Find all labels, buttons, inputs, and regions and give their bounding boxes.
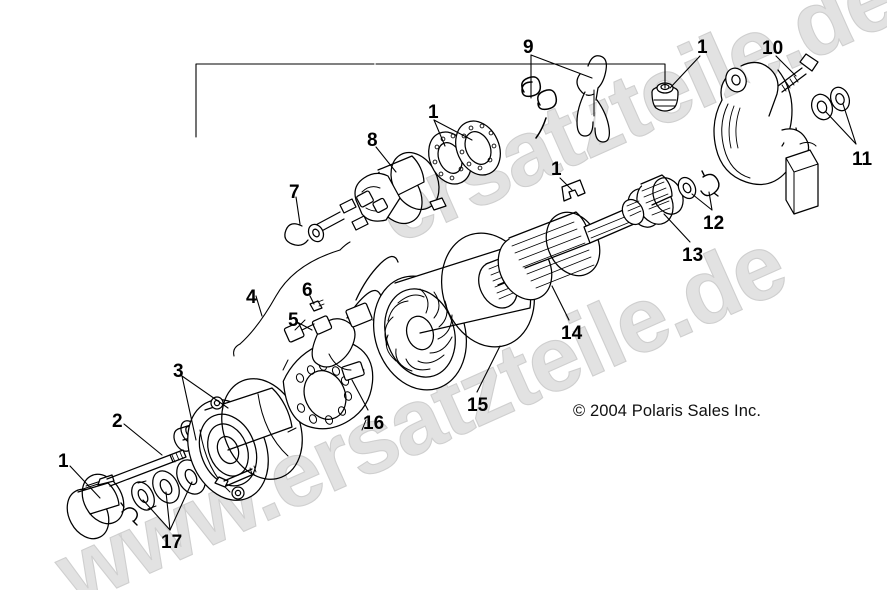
part-through-bolt xyxy=(97,449,187,487)
callout-8: 8 xyxy=(367,130,378,151)
callout-5: 5 xyxy=(288,310,299,331)
part-housing-screw xyxy=(214,465,257,488)
callout-11: 11 xyxy=(852,149,873,170)
part-shim-washers xyxy=(120,459,206,526)
callout-9: 9 xyxy=(523,37,534,58)
grouping-frames xyxy=(195,63,666,138)
callout-13: 13 xyxy=(682,245,704,266)
part-solenoid xyxy=(311,151,447,235)
callout-3: 3 xyxy=(173,361,184,382)
part-shift-fork xyxy=(576,55,610,143)
callout-1: 1 xyxy=(58,451,69,472)
part-plunger-boot xyxy=(284,223,325,246)
callout-7: 7 xyxy=(289,182,300,203)
part-mounting-bolt xyxy=(777,53,819,93)
part-washer-snapring xyxy=(677,170,720,200)
part-brush-screw xyxy=(309,299,325,312)
part-grommet xyxy=(651,82,679,112)
part-terminal-lead xyxy=(283,315,333,343)
callout-2: 2 xyxy=(112,411,123,432)
leader-lines xyxy=(69,54,857,531)
callout-1-brush: 1 xyxy=(551,159,562,180)
callout-1-gaskets: 1 xyxy=(428,102,439,123)
part-starter-mount-housing xyxy=(713,61,851,215)
callout-1-grommet: 1 xyxy=(697,37,708,58)
part-brush-plate xyxy=(282,340,374,433)
callout-14: 14 xyxy=(561,323,583,344)
part-brush-holder xyxy=(311,255,399,381)
assembly-bracket-arc xyxy=(233,241,351,357)
callout-17: 17 xyxy=(161,532,183,553)
callout-10: 10 xyxy=(762,38,784,59)
callout-15: 15 xyxy=(467,395,489,416)
callout-16: 16 xyxy=(363,413,385,434)
callout-6: 6 xyxy=(302,280,313,301)
callout-4: 4 xyxy=(246,287,257,308)
part-end-cap xyxy=(66,473,125,540)
callout-12: 12 xyxy=(703,213,725,234)
part-drive-end-housing xyxy=(187,378,303,501)
part-return-spring xyxy=(521,76,558,139)
copyright-notice: © 2004 Polaris Sales Inc. xyxy=(573,402,762,420)
